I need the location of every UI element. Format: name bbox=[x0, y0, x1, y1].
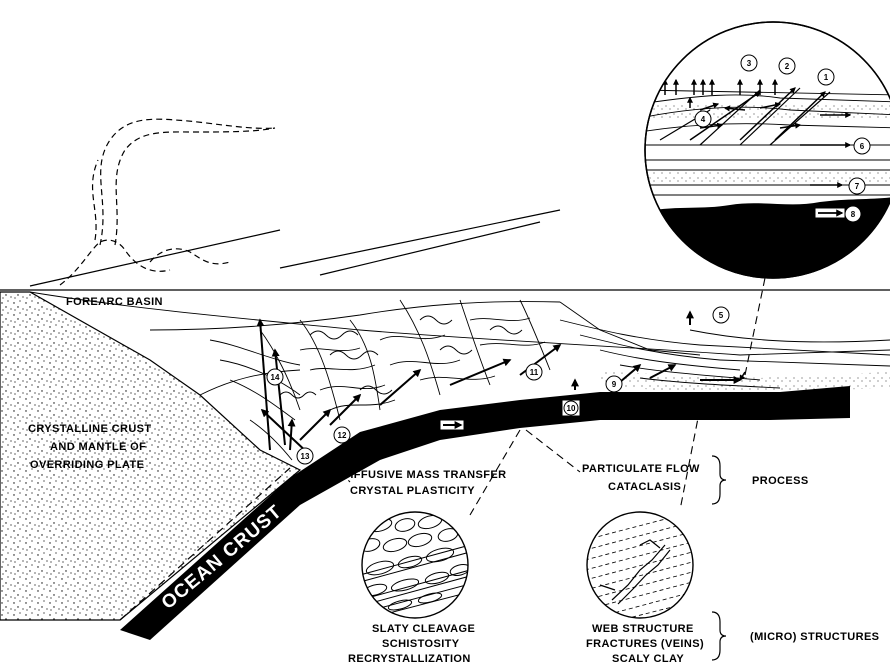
crust-label-2: AND MANTLE OF bbox=[50, 441, 146, 453]
svg-text:3: 3 bbox=[747, 59, 752, 68]
micro-circle-web-structure bbox=[585, 510, 700, 624]
magnified-detail-circle: 1 2 3 4 6 7 8 bbox=[640, 22, 890, 290]
structures-left-line3: RECRYSTALLIZATION bbox=[348, 653, 471, 664]
marker-5: 5 bbox=[713, 307, 729, 323]
svg-text:10: 10 bbox=[567, 404, 576, 413]
structures-left-line1: SLATY CLEAVAGE bbox=[372, 623, 475, 635]
process-heading: PROCESS bbox=[752, 475, 809, 487]
structures-heading: (MICRO) STRUCTURES bbox=[750, 631, 879, 643]
marker-1: 1 bbox=[818, 69, 834, 85]
overriding-plate bbox=[0, 292, 300, 620]
micro-circle-cleavage bbox=[359, 512, 471, 618]
svg-text:2: 2 bbox=[785, 62, 790, 71]
structures-brace bbox=[712, 612, 726, 660]
forearc-basin-label: FOREARC BASIN bbox=[66, 296, 163, 308]
marker-3: 3 bbox=[741, 55, 757, 71]
structures-right-line3: SCALY CLAY bbox=[612, 653, 684, 664]
crust-label-1: CRYSTALLINE CRUST bbox=[28, 423, 152, 435]
marker-11: 11 bbox=[526, 364, 542, 380]
marker-2: 2 bbox=[779, 58, 795, 74]
svg-text:5: 5 bbox=[719, 311, 724, 320]
marker-12: 12 bbox=[334, 427, 350, 443]
process-brace bbox=[712, 456, 726, 504]
marker-10: 10 bbox=[562, 400, 580, 416]
marker-7: 7 bbox=[849, 178, 865, 194]
process-left-line2: CRYSTAL PLASTICITY bbox=[350, 485, 475, 497]
marker-8: 8 bbox=[845, 206, 861, 222]
process-left-line1: DIFFUSIVE MASS TRANSFER bbox=[342, 469, 506, 481]
volcano-plume bbox=[60, 119, 275, 285]
svg-text:1: 1 bbox=[824, 73, 829, 82]
svg-text:13: 13 bbox=[301, 452, 310, 461]
topography-lines bbox=[30, 210, 560, 286]
svg-text:9: 9 bbox=[612, 380, 617, 389]
svg-text:11: 11 bbox=[530, 368, 539, 377]
structures-left-line2: SCHISTOSITY bbox=[382, 638, 460, 650]
marker-6: 6 bbox=[854, 138, 870, 154]
svg-text:12: 12 bbox=[338, 431, 347, 440]
svg-text:6: 6 bbox=[860, 142, 865, 151]
structures-right-line2: FRACTURES (VEINS) bbox=[586, 638, 704, 650]
marker-9: 9 bbox=[606, 376, 622, 392]
svg-text:4: 4 bbox=[701, 115, 706, 124]
svg-text:14: 14 bbox=[271, 373, 280, 382]
marker-13: 13 bbox=[297, 448, 313, 464]
process-right-line1: PARTICULATE FLOW bbox=[582, 463, 700, 475]
svg-text:8: 8 bbox=[851, 210, 856, 219]
marker-14: 14 bbox=[267, 369, 283, 385]
marker-4: 4 bbox=[695, 111, 711, 127]
process-right-line2: CATACLASIS bbox=[608, 481, 681, 493]
crust-label-3: OVERRIDING PLATE bbox=[30, 459, 144, 471]
svg-text:7: 7 bbox=[855, 182, 860, 191]
structures-right-line1: WEB STRUCTURE bbox=[592, 623, 694, 635]
